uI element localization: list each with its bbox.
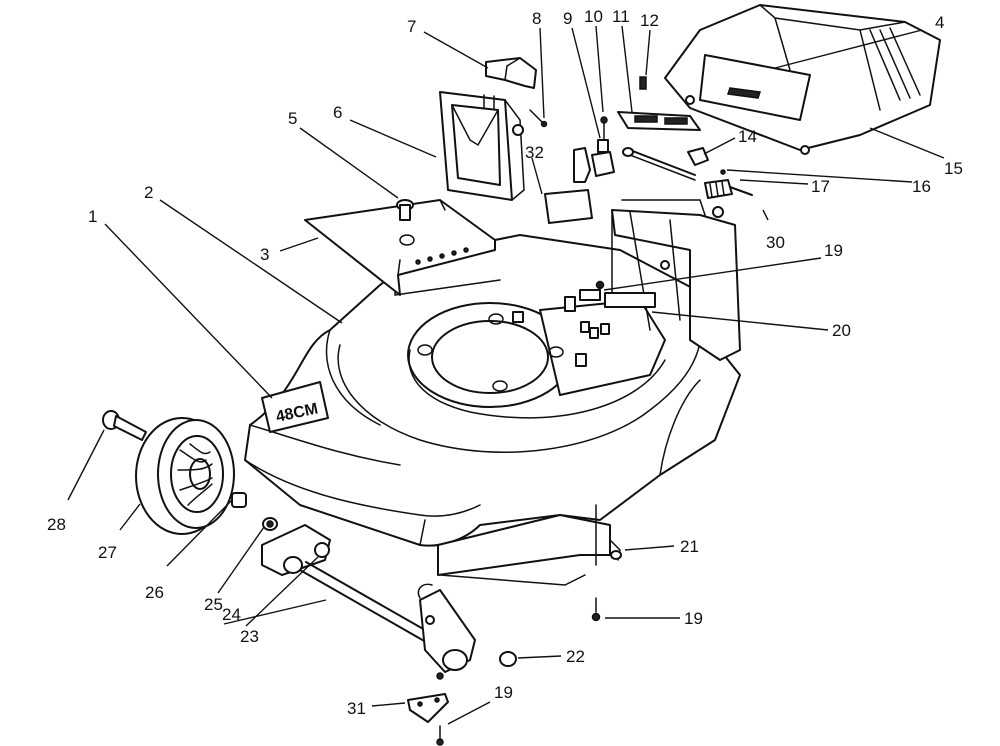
callout-30: 30 <box>766 233 785 252</box>
baffle-plate <box>304 199 496 296</box>
callout-19b: 19 <box>684 609 703 628</box>
callout-11: 11 <box>612 7 630 26</box>
callout-27: 27 <box>98 543 117 562</box>
callout-25: 25 <box>204 595 223 614</box>
decal-32 <box>544 189 593 224</box>
callout-19a: 19 <box>824 241 843 260</box>
callout-5: 5 <box>288 109 297 128</box>
callout-2: 2 <box>144 183 153 202</box>
callout-1: 1 <box>88 207 97 226</box>
callout-14: 14 <box>738 127 757 146</box>
discharge-chute <box>439 91 525 201</box>
callout-6: 6 <box>333 103 342 122</box>
plate-31 <box>407 693 449 723</box>
callout-15: 15 <box>944 159 963 178</box>
hinge-bracket <box>573 116 615 183</box>
screw-19a <box>595 280 605 301</box>
callout-21: 21 <box>680 537 699 556</box>
hinge-plate-11 <box>617 111 701 131</box>
engine-mount-ring <box>407 296 666 419</box>
rear-bracket <box>579 199 741 361</box>
axle-bolt <box>102 410 147 441</box>
size-decal: 48CM <box>261 381 329 433</box>
leader-lines <box>67 25 945 725</box>
callout-3: 3 <box>260 245 269 264</box>
pin-8 <box>529 109 548 128</box>
axle-bracket <box>261 524 331 576</box>
callout-16: 16 <box>912 177 931 196</box>
hinge-rod <box>622 147 696 181</box>
callout-20: 20 <box>832 321 851 340</box>
callout-4: 4 <box>935 13 944 32</box>
rear-flap <box>437 514 622 586</box>
callout-12: 12 <box>640 11 659 30</box>
callout-17: 17 <box>811 177 830 196</box>
callout-10: 10 <box>584 7 603 26</box>
callout-7: 7 <box>407 17 416 36</box>
clip-14 <box>687 147 709 166</box>
callout-24: 24 <box>222 605 241 624</box>
wheel <box>135 417 235 535</box>
screw-19b <box>591 504 601 622</box>
callout-32: 32 <box>525 143 544 162</box>
screw-19c <box>436 725 444 746</box>
height-adjuster <box>417 583 476 680</box>
callout-8: 8 <box>532 9 541 28</box>
washer-25 <box>262 517 278 531</box>
callout-31: 31 <box>347 699 366 718</box>
washer-22 <box>499 651 517 667</box>
screw-12 <box>639 76 647 90</box>
callout-22: 22 <box>566 647 585 666</box>
callout-labels: 1 2 3 4 5 6 7 8 9 10 11 12 14 15 16 17 1… <box>47 7 963 718</box>
bushing-26 <box>231 492 247 508</box>
callout-26: 26 <box>145 583 164 602</box>
callout-28: 28 <box>47 515 66 534</box>
spring-17 <box>704 169 753 199</box>
bolt-5 <box>396 199 414 221</box>
rear-cover <box>664 4 941 155</box>
callout-19c: 19 <box>494 683 513 702</box>
callout-23: 23 <box>240 627 259 646</box>
latch-block <box>485 57 537 89</box>
callout-9: 9 <box>563 9 572 28</box>
